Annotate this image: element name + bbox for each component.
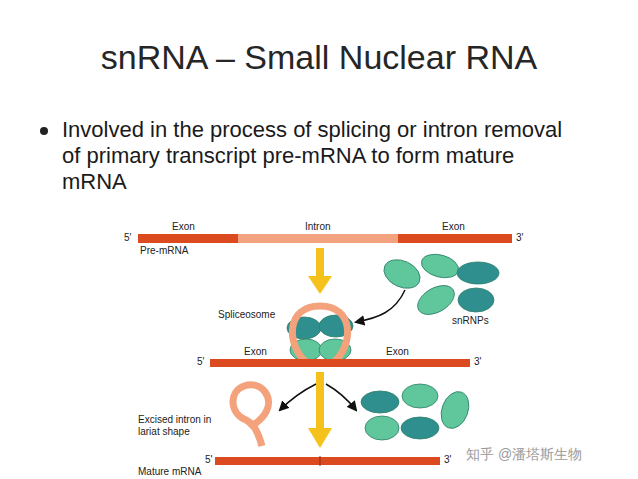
- part-label: Spliceosome: [218, 309, 275, 321]
- slide-title: snRNA – Small Nuclear RNA: [0, 38, 638, 77]
- end-label: 3': [474, 356, 481, 368]
- process-arrow: [308, 248, 332, 294]
- end-label: 5': [124, 232, 131, 244]
- part-label: Exon: [244, 346, 267, 358]
- part-label: Exon: [386, 346, 409, 358]
- part-label: snRNPs: [452, 315, 489, 327]
- part-label: Mature mRNA: [138, 466, 201, 478]
- part-label: Intron: [305, 221, 331, 233]
- assembly-arrow: [356, 290, 405, 322]
- process-arrow: [308, 372, 332, 448]
- snrnp-particles: [379, 250, 499, 320]
- released-snrnps: [361, 384, 474, 440]
- end-label: 5': [205, 454, 212, 466]
- part-label: Exon: [442, 221, 465, 233]
- mature-mrna-bar: [215, 456, 440, 466]
- bullet-text: Involved in the process of splicing or i…: [62, 117, 577, 195]
- part-label: Excised intron in lariat shape: [138, 414, 228, 437]
- watermark: 知乎 @潘塔斯生物: [466, 446, 582, 462]
- pre-mrna-bar: [138, 234, 512, 243]
- part-label: Exon: [172, 221, 195, 233]
- end-label: 5': [197, 356, 204, 368]
- lariat-intron: [233, 385, 269, 446]
- bullet-dot: [40, 127, 48, 135]
- part-label: Pre-mRNA: [140, 245, 188, 257]
- end-label: 3': [444, 454, 451, 466]
- release-arrow: [280, 384, 316, 410]
- release-arrow: [326, 384, 356, 410]
- spliced-bar: [210, 359, 470, 367]
- end-label: 3': [516, 232, 523, 244]
- intron-loop: [292, 306, 347, 362]
